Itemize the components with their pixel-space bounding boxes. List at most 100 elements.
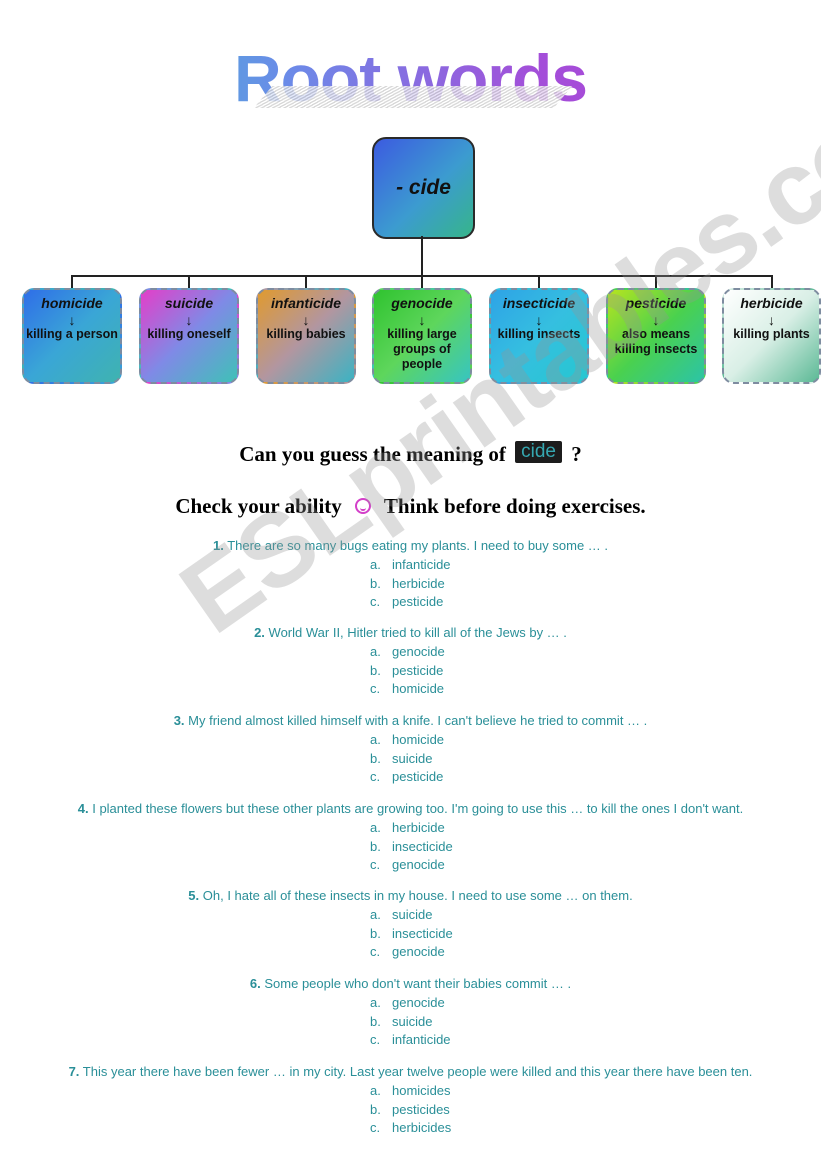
answer-option: a. infanticide — [370, 557, 451, 572]
option-text: suicide — [392, 907, 433, 922]
question-5: 5. Oh, I hate all of these insects in my… — [0, 888, 821, 903]
card-insecticide: insecticide↓killing insects — [489, 288, 589, 384]
option-letter: c. — [370, 681, 381, 697]
answer-option: a. genocide — [370, 644, 445, 659]
question-6: 6. Some people who don't want their babi… — [0, 976, 821, 991]
option-text: infanticide — [392, 557, 451, 572]
card-word: pesticide — [625, 295, 687, 311]
option-text: herbicides — [392, 1120, 452, 1136]
question-text: Some people who don't want their babies … — [264, 976, 572, 991]
card-meaning: killing plants — [733, 327, 810, 341]
guess-question-mark: ? — [571, 442, 582, 466]
answer-option: a. suicide — [370, 907, 432, 922]
answer-option: b. insecticide — [370, 926, 453, 941]
connector-drop — [655, 275, 657, 288]
card-word: infanticide — [270, 295, 341, 311]
option-letter: a. — [370, 732, 381, 747]
option-text: pesticides — [392, 1101, 450, 1117]
option-text: pesticide — [392, 594, 444, 610]
option-text: insecticide — [392, 838, 453, 854]
card-meaning: killing large groups of people — [387, 327, 457, 371]
card-meaning: killing a person — [26, 327, 118, 341]
check-ability-line: Check your ability Think before doing ex… — [0, 494, 821, 519]
option-letter: a. — [370, 907, 381, 922]
question-number: 1. — [212, 538, 224, 553]
answer-option: c.genocide — [370, 944, 445, 959]
card-word: homicide — [41, 295, 103, 311]
option-letter: b. — [370, 925, 381, 941]
option-letter: b. — [370, 662, 381, 678]
option-letter: c. — [370, 1032, 381, 1048]
question-number: 6. — [249, 976, 261, 991]
question-number: 4. — [77, 801, 89, 816]
question-7: 7. This year there have been fewer … in … — [0, 1064, 821, 1079]
option-text: genocide — [392, 857, 445, 873]
question-3: 3. My friend almost killed himself with … — [0, 713, 821, 728]
question-1: 1. There are so many bugs eating my plan… — [0, 538, 821, 553]
down-arrow-icon: ↓ — [652, 312, 660, 328]
answer-option: c. homicide — [370, 681, 444, 696]
card-infanticide: infanticide↓killing babies — [256, 288, 356, 384]
option-letter: a. — [370, 995, 381, 1010]
card-word: herbicide — [740, 295, 803, 311]
option-letter: a. — [370, 644, 381, 659]
connector-vertical — [421, 236, 423, 276]
question-text: My friend almost killed himself with a k… — [188, 713, 648, 728]
option-letter: c. — [370, 769, 381, 785]
answer-option: b. suicide — [370, 751, 432, 766]
question-text: World War II, Hitler tried to kill all o… — [268, 625, 567, 640]
connector-drop — [538, 275, 540, 288]
down-arrow-icon: ↓ — [535, 312, 543, 328]
connector-drop — [305, 275, 307, 288]
connector-drop — [771, 275, 773, 288]
answer-option: c.pesticide — [370, 769, 443, 784]
down-arrow-icon: ↓ — [185, 312, 193, 328]
answer-option: a.herbicide — [370, 820, 445, 835]
option-letter: c. — [370, 594, 381, 610]
option-text: pesticide — [392, 662, 444, 678]
card-word: insecticide — [502, 295, 576, 311]
answer-option: c.genocide — [370, 857, 445, 872]
option-text: suicide — [392, 1013, 433, 1029]
answer-option: a.homicides — [370, 1083, 451, 1098]
option-letter: b. — [370, 750, 381, 766]
option-text: genocide — [392, 995, 445, 1010]
down-arrow-icon: ↓ — [768, 312, 775, 328]
option-text: insecticide — [392, 925, 453, 941]
card-word: suicide — [164, 295, 214, 311]
answer-option: b.insecticide — [370, 839, 453, 854]
check-text: Check your ability — [175, 494, 342, 518]
question-text: Oh, I hate all of these insects in my ho… — [202, 888, 633, 903]
card-word: genocide — [391, 295, 453, 311]
question-number: 3. — [173, 713, 185, 728]
option-text: homicide — [392, 732, 445, 747]
option-text: suicide — [392, 750, 433, 766]
down-arrow-icon: ↓ — [302, 312, 310, 328]
answer-option: a. genocide — [370, 995, 445, 1010]
answer-option: b. suicide — [370, 1014, 432, 1029]
option-letter: c. — [370, 1120, 381, 1136]
option-text: infanticide — [392, 1032, 451, 1048]
option-letter: a. — [370, 820, 381, 835]
down-arrow-icon: ↓ — [68, 312, 76, 328]
root-word-box: - cide — [372, 137, 475, 239]
title-shadow — [253, 86, 573, 108]
option-text: homicide — [392, 681, 445, 697]
card-homicide: homicide↓killing a person — [22, 288, 122, 384]
answer-option: b.pesticides — [370, 1102, 450, 1117]
option-letter: b. — [370, 1013, 381, 1029]
card-genocide: genocide↓killing large groups of people — [372, 288, 472, 384]
question-text: I planted these flowers but these other … — [92, 801, 744, 816]
connector-drop — [71, 275, 73, 288]
card-meaning: killing insects — [497, 327, 581, 341]
option-text: genocide — [392, 644, 445, 659]
option-text: genocide — [392, 944, 445, 960]
option-letter: a. — [370, 557, 381, 572]
answer-option: c. infanticide — [370, 1032, 451, 1047]
question-4: 4. I planted these flowers but these oth… — [0, 801, 821, 816]
question-number: 7. — [68, 1064, 80, 1079]
card-meaning: also means killing insects — [614, 327, 698, 356]
smiley-icon — [355, 498, 372, 514]
option-letter: b. — [370, 575, 381, 591]
card-meaning: killing oneself — [147, 327, 231, 341]
